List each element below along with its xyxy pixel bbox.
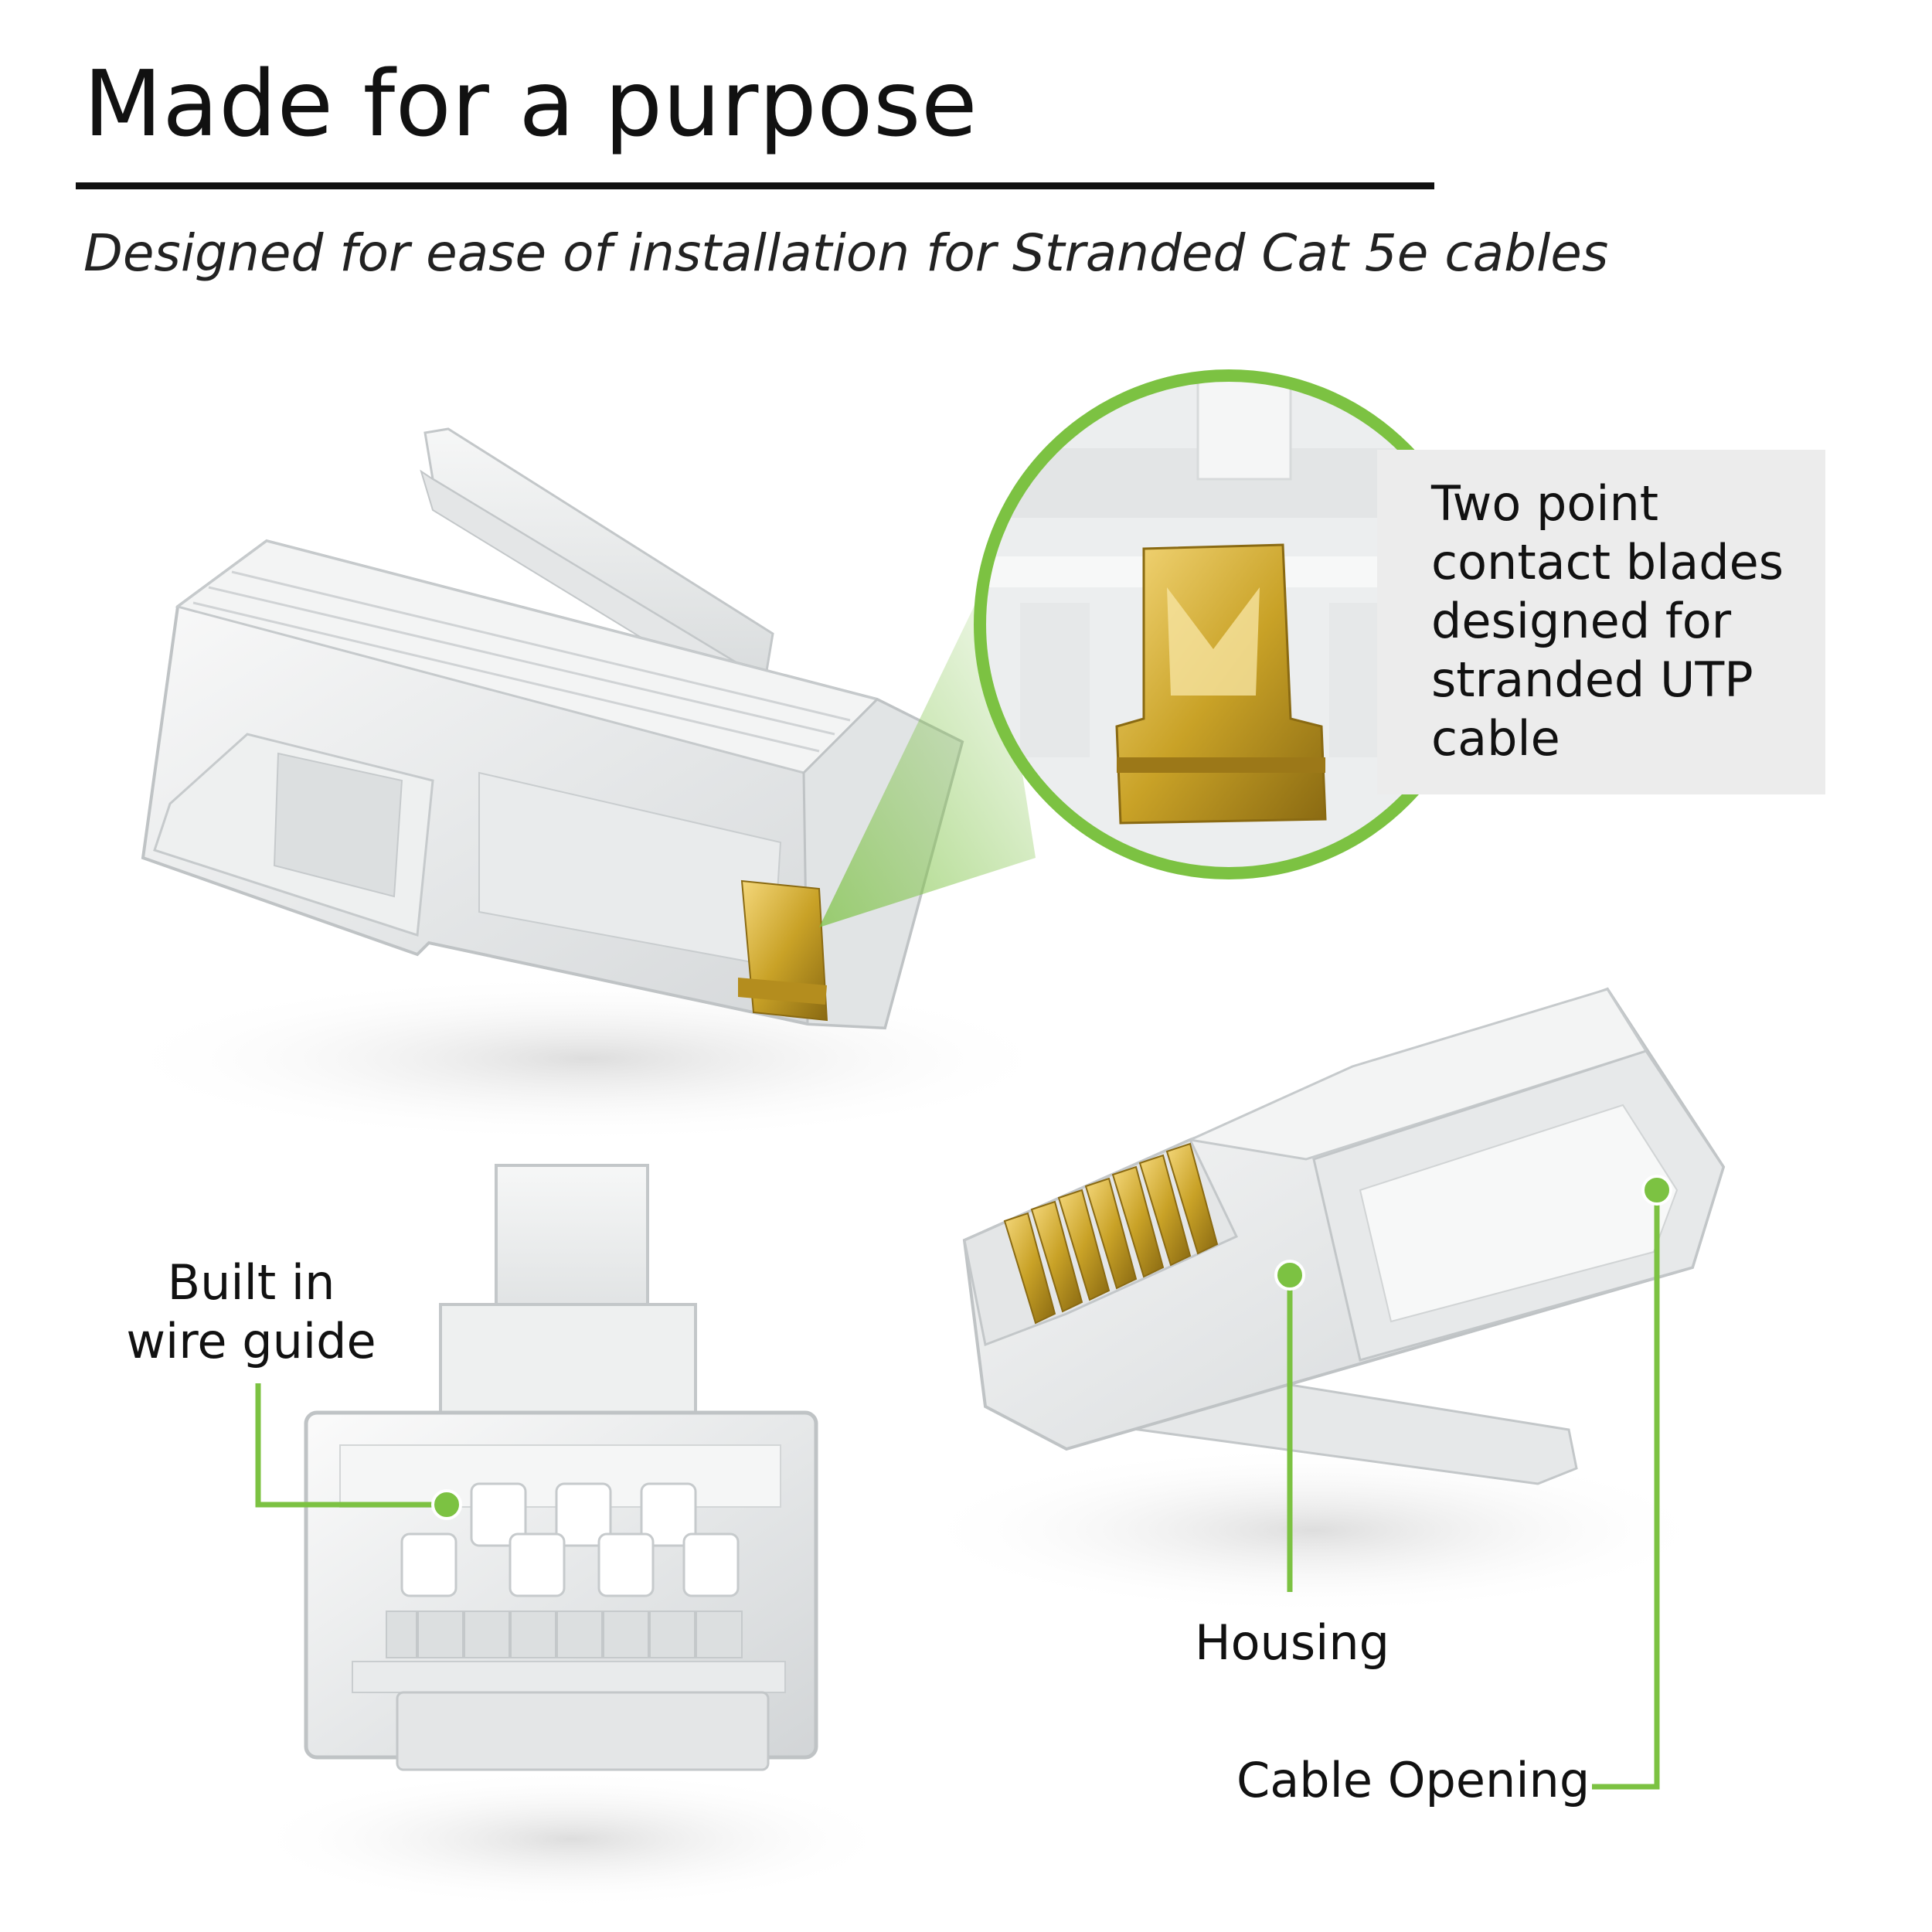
callout-box [1377, 450, 1825, 794]
cable-opening-leader-line [1592, 1190, 1660, 1790]
page-title: Made for a purpose [83, 50, 978, 157]
wire-guide-label-line: Built in [167, 1254, 335, 1311]
shadow [247, 1770, 896, 1909]
wire-guide-label: Built in wire guide [116, 1253, 386, 1371]
cable-opening-label: Cable Opening [1236, 1752, 1590, 1808]
shadow [912, 1445, 1716, 1615]
callout-line: contact blades [1431, 534, 1784, 590]
housing-label: Housing [1195, 1614, 1390, 1671]
title-divider [76, 182, 1434, 189]
callout-line: designed for [1431, 593, 1732, 649]
wire-guide-leader-line [255, 1383, 447, 1508]
callout-line: stranded UTP [1431, 651, 1753, 708]
housing-marker [1274, 1260, 1305, 1291]
callout-line: Two point [1431, 475, 1659, 532]
cable-opening-marker [1641, 1175, 1672, 1206]
shadow [108, 974, 1066, 1144]
rj45-connector-rear-view [962, 987, 1726, 1485]
callout-line: cable [1431, 710, 1560, 767]
wire-guide-marker [431, 1489, 462, 1520]
rj45-connector-side-view [141, 427, 964, 1030]
contact-blades-callout: Two point contact blades designed for st… [1431, 474, 1818, 768]
page-subtitle: Designed for ease of installation for St… [83, 223, 1609, 283]
wire-guide-label-line: wire guide [126, 1313, 376, 1369]
